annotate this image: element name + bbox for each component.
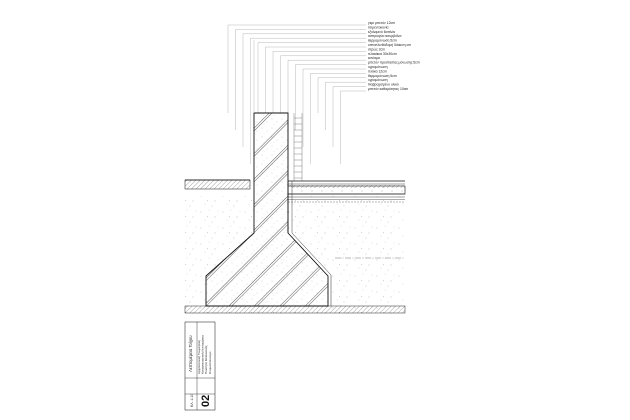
leader-line bbox=[325, 82, 366, 130]
layer-label: κονίαμα bbox=[368, 56, 380, 60]
leader-line bbox=[257, 42, 366, 113]
leader-line bbox=[265, 46, 366, 130]
layer-label: θερμομόνωση 5cm bbox=[368, 74, 397, 78]
foundation-base-hatch bbox=[184, 305, 406, 314]
leader-line bbox=[280, 55, 366, 164]
leader-line bbox=[310, 73, 366, 164]
leader-line bbox=[235, 29, 366, 130]
leader-line bbox=[295, 64, 366, 130]
layer-label: μπετόν καθαρότητας 10cm bbox=[368, 87, 408, 91]
title-block-line: Ποιότητα Κατασκευής bbox=[204, 345, 208, 374]
layer-label: θερμομόνωση 5cm bbox=[368, 39, 397, 43]
waterproofing-membrane bbox=[291, 232, 332, 306]
layer-label: υγρομόνωση bbox=[368, 78, 388, 82]
layer-label: στρώς 2cm bbox=[368, 47, 385, 51]
layer-label: εξυλαμινό 6απλόs bbox=[368, 30, 395, 34]
layer-label: τσιμεντοκονία bbox=[368, 25, 388, 29]
title-block-line: Ονοματεπώνυμο bbox=[208, 351, 212, 374]
leader-line bbox=[242, 33, 366, 147]
sheet-number: 02 bbox=[200, 395, 212, 407]
layer-label: ασπροψύο ασυρβόλσι bbox=[368, 34, 402, 38]
layer-label: μπετόν προστασίας μόνωσης 5cm bbox=[368, 61, 420, 65]
leader-line bbox=[332, 86, 366, 147]
leader-line bbox=[317, 77, 366, 113]
ladder-rungs bbox=[294, 117, 302, 179]
leader-line bbox=[250, 38, 366, 164]
interior-floor-hatch bbox=[290, 185, 405, 188]
concrete-wall-and-footing bbox=[205, 112, 329, 307]
title-block-line: Κατασκευαστική Λεπτομέρεια bbox=[201, 335, 205, 374]
wall-cladding-ladder bbox=[293, 113, 303, 181]
layer-label: υγρομόνωση bbox=[368, 65, 388, 69]
layer-label: γκρι μπετόν 12cm bbox=[368, 21, 395, 25]
title-block-title: Λεπτομέρεια Τοίχου bbox=[188, 335, 193, 372]
layer-label: πλακάκια 30x30cm bbox=[368, 52, 397, 56]
drawing-scale: ΚΛ. 1:10 bbox=[190, 394, 194, 407]
title-block-line: Αρχιτεκτονική Γεωμετρίας bbox=[197, 339, 201, 374]
layer-label: οπτοπλινθόδομή διάκενη cm bbox=[368, 43, 411, 47]
leader-line bbox=[287, 60, 366, 113]
leader-line bbox=[302, 68, 366, 147]
layer-label: πλάκα 12cm bbox=[368, 69, 387, 73]
annotation-leader-lines bbox=[227, 24, 366, 164]
exterior-ground-hatch bbox=[184, 179, 251, 190]
leader-line bbox=[227, 24, 366, 113]
layer-label: διαβροχισμένο υλικό bbox=[368, 83, 399, 87]
leader-line bbox=[340, 90, 366, 164]
